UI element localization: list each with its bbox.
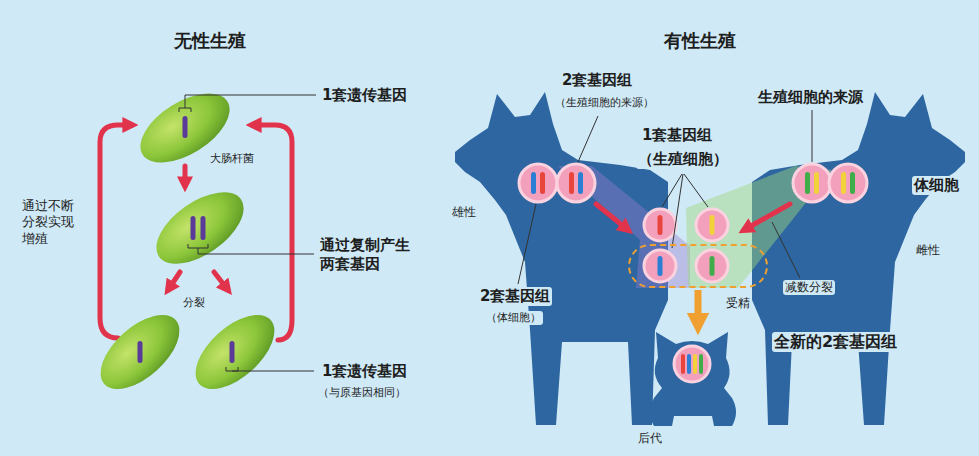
somatic-cell	[850, 172, 855, 194]
leader-line	[518, 204, 536, 284]
somatic-cell	[519, 164, 557, 202]
gamete	[658, 256, 663, 276]
gamete	[710, 215, 715, 235]
leader-line	[772, 222, 800, 278]
germline-cell	[793, 164, 831, 202]
flow-arrow	[695, 290, 702, 324]
callout-label: 2套基因组	[478, 287, 552, 306]
callout-label: 全新的2套基因组	[772, 332, 899, 352]
loop-arrow	[183, 166, 188, 186]
male-dog	[455, 92, 668, 425]
callout-note: （生殖细胞的来源）	[553, 96, 656, 110]
callout-label: （生殖细胞）	[636, 150, 730, 169]
germline-cell	[569, 172, 574, 194]
male-dog	[455, 92, 668, 425]
side-note: 通过不断 分裂实现 增殖	[20, 198, 84, 247]
fertilization-group: 受精	[628, 244, 768, 288]
leader-line	[578, 116, 598, 162]
leader-line	[226, 367, 314, 371]
bacterium	[183, 301, 288, 402]
callout-note: （体细胞）	[484, 311, 543, 325]
germline-cell	[814, 172, 819, 194]
bacterium	[144, 178, 256, 278]
puppy-figure	[681, 354, 685, 374]
step-label: 分裂	[181, 296, 207, 310]
bacterium	[230, 341, 235, 363]
loop-arrow	[252, 125, 292, 340]
somatic-cell	[531, 172, 536, 194]
callout-label: 通过复制产生 两套基因	[318, 236, 423, 274]
bacterium	[138, 341, 143, 363]
loop-arrow	[214, 272, 228, 290]
puppy-figure	[674, 346, 710, 382]
callout-label: 2套基因组	[560, 71, 634, 90]
puppy-figure	[687, 354, 691, 374]
germline-cell	[805, 172, 810, 194]
gamete	[644, 250, 676, 282]
bacterium	[88, 301, 193, 402]
meiosis-arrow	[744, 204, 790, 230]
somatic-cell	[829, 164, 867, 202]
leader-line	[188, 244, 314, 254]
bacterium	[144, 178, 256, 278]
meiosis-arrow	[596, 204, 628, 230]
leader-line	[179, 95, 316, 371]
somatic-cell	[841, 172, 846, 194]
puppy-figure	[699, 354, 703, 374]
somatic-cell	[519, 164, 557, 202]
gamete	[696, 250, 728, 282]
germline-cell	[793, 164, 831, 202]
puppy-figure	[674, 346, 710, 382]
female-dog	[752, 92, 965, 425]
gamete	[658, 215, 663, 235]
loop-arrow	[168, 272, 180, 290]
gamete	[644, 209, 676, 241]
gamete	[644, 250, 676, 282]
bacterium	[88, 301, 193, 402]
bacterium	[183, 301, 288, 402]
germline-cell	[578, 172, 583, 194]
gamete	[696, 250, 728, 282]
bacterium	[191, 216, 196, 240]
callout-label: 1套遗传基因	[320, 86, 409, 105]
bacterium	[183, 116, 188, 138]
leader-line	[518, 110, 812, 284]
node-label: 受精	[724, 296, 752, 311]
somatic-cell	[540, 172, 545, 194]
gamete	[696, 209, 728, 241]
sex-label: 雌性	[914, 243, 942, 258]
leader-line	[662, 174, 708, 248]
callout-label: 生殖细胞的来源	[756, 88, 865, 107]
puppy-figure	[693, 354, 697, 374]
organism-label: 大肠杆菌	[208, 152, 256, 166]
puppy-figure	[650, 332, 736, 426]
meiosis-arrow	[596, 204, 790, 230]
leader-line	[812, 110, 813, 162]
section-title: 无性生殖	[172, 30, 248, 53]
puppy-figure	[636, 328, 748, 428]
gamete	[644, 209, 676, 241]
gamete	[710, 256, 715, 276]
sex-label: 雄性	[450, 205, 478, 220]
leader-line	[179, 95, 316, 112]
bacterium	[201, 216, 206, 240]
germline-cell	[557, 164, 595, 202]
step-label: 减数分裂	[783, 280, 835, 295]
callout-label: 体细胞	[912, 176, 961, 195]
loop-arrow	[100, 125, 132, 338]
offspring-figure: 后代	[636, 328, 748, 428]
callout-label: 1套遗传基因	[320, 362, 409, 381]
callout-label: 1套基因组	[640, 126, 714, 145]
section-title: 有性生殖	[662, 30, 738, 53]
germline-cell	[557, 164, 595, 202]
loop-arrow	[100, 125, 292, 340]
somatic-cell	[829, 164, 867, 202]
node-label: 后代	[636, 431, 664, 446]
gamete	[696, 209, 728, 241]
female-dog	[752, 92, 965, 425]
callout-note: （与原基因相同）	[316, 386, 408, 400]
